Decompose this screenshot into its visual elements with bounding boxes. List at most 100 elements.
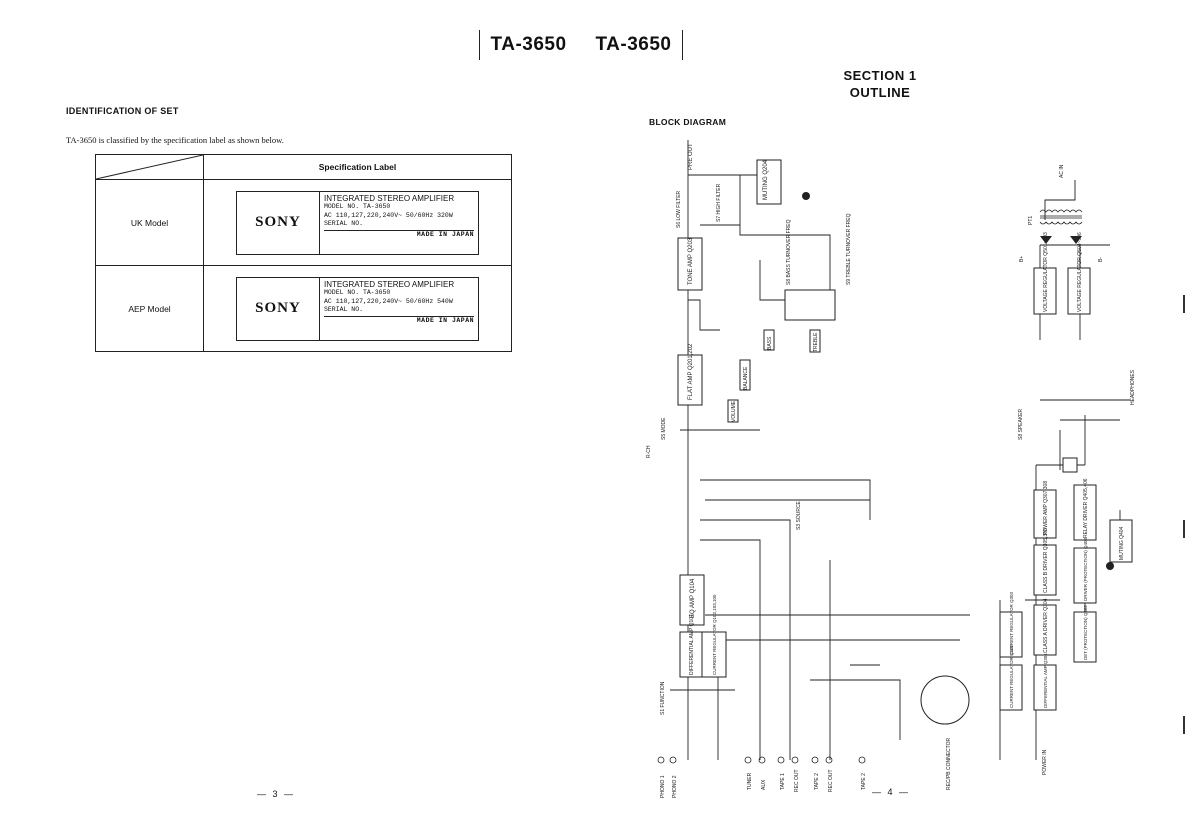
din-connector-icon (920, 675, 970, 725)
model-left: TA-3650 (490, 34, 567, 55)
plate-title: INTEGRATED STEREO AMPLIFIER (324, 279, 455, 289)
section-heading: SECTION 1 OUTLINE (830, 67, 930, 101)
spec-label-cell: SONY INTEGRATED STEREO AMPLIFIER MODEL N… (203, 265, 512, 352)
plate-made: MADE IN JAPAN (324, 229, 474, 240)
sony-logo: SONY (237, 191, 320, 254)
diff-amp2-label: DIFFERENTIAL AMP Q301 (1043, 653, 1048, 708)
b-plus-label: B+ (1019, 256, 1025, 262)
relay-block (1062, 457, 1078, 473)
block-diagram-title: BLOCK DIAGRAM (649, 117, 727, 127)
current-reg-a-block (999, 611, 1023, 658)
marker-a-icon (1106, 562, 1114, 570)
flat-amp-label: FLAT AMP Q201,202 (688, 343, 694, 400)
function-label: S1 FUNCTION (660, 681, 666, 715)
plate-serial: SERIAL NO. (324, 220, 364, 227)
current-reg-b-block (999, 664, 1023, 711)
voltage-reg-plus-block (1033, 267, 1057, 315)
voltage-reg-minus-block (1067, 267, 1091, 315)
identification-description: TA-3650 is classified by the specificati… (66, 135, 284, 145)
jack-icon (669, 756, 677, 764)
speaker-label: S8 SPEAKER (1018, 408, 1024, 440)
jack-icon (791, 756, 799, 764)
eq-amp-block (679, 574, 705, 626)
tone-network-block (784, 289, 836, 321)
jack-label: PHONO 2 (672, 775, 678, 798)
eq-amp-label: EQ AMP Q104 (690, 578, 696, 618)
jack-icon (744, 756, 752, 764)
jack-label: TAPE 1 (780, 773, 786, 790)
diff-amp-label: DIFFERENTIAL AMP Q101 (689, 614, 695, 675)
muting-block (756, 159, 782, 205)
section-title: OUTLINE (849, 85, 911, 100)
relay-driver-label: RELAY DRIVER Q405,406 (1083, 478, 1089, 538)
jack-label: TAPE 2 (814, 773, 820, 790)
jack-label: TUNER (747, 772, 753, 790)
b-minus-label: B- (1098, 257, 1104, 262)
jack-label: REC OUT (828, 770, 834, 793)
jack-label: REC OUT (794, 770, 800, 793)
jack-icon (825, 756, 833, 764)
plate-model-no: MODEL NO. TA-3650 (324, 203, 391, 210)
edge-mark (1183, 716, 1185, 734)
jack-icon (777, 756, 785, 764)
jack-icon (657, 756, 665, 764)
jack-label: PHONO 1 (660, 775, 666, 798)
identification-heading: IDENTIFICATION OF SET (66, 106, 179, 116)
pt1-label: PT1 (1028, 216, 1034, 225)
transformer-icon (1039, 209, 1083, 225)
balance-control (739, 359, 751, 391)
bass-control (763, 329, 775, 351)
spec-plate: SONY INTEGRATED STEREO AMPLIFIER MODEL N… (236, 276, 479, 341)
headphones-label: HEADPHONES (1130, 369, 1136, 405)
jack-label: AUX (761, 779, 767, 790)
plate-serial: SERIAL NO. (324, 306, 364, 313)
r-ch-label: R-CH (646, 445, 652, 458)
spec-plate: SONY INTEGRATED STEREO AMPLIFIER MODEL N… (236, 190, 479, 255)
diode-icon (1070, 236, 1082, 244)
class-a-block (1033, 604, 1057, 656)
spec-table: Specification Label UK Model SONY INTEGR… (95, 154, 512, 352)
voltage-reg-plus-label: VOLTAGE REGULATOR Q501~503 (1043, 232, 1049, 312)
det-protection-label: DET (PROTECTION) Q402 (1083, 605, 1088, 660)
edge-mark (1183, 520, 1185, 538)
muting2-block (1109, 519, 1133, 563)
voltage-reg-minus-label: VOLTAGE REGULATOR Q504~506 (1077, 232, 1083, 312)
volume-label: VOLUME (731, 400, 737, 422)
plate-power: AC 110,127,220,240V~ 50/60Hz 320W (324, 211, 453, 219)
plate-made: MADE IN JAPAN (324, 315, 474, 326)
source-label: S3 SOURCE (796, 500, 802, 530)
low-filter-label: S6 LOW FILTER (676, 190, 682, 228)
class-b-block (1033, 544, 1057, 596)
plate-power: AC 110,127,220,240V~ 50/60Hz 540W (324, 297, 453, 305)
mode-label: S5 MODE (661, 417, 667, 440)
current-reg-label: CURRENT REGULATOR Q102,103,105 (712, 594, 717, 675)
muting-label: MUTING Q204 (763, 159, 769, 200)
treble-control (809, 329, 821, 353)
balance-label: BALANCE (743, 366, 749, 390)
current-reg-b-label: CURRENT REGULATOR Q302 (1009, 644, 1014, 708)
model-header: TA-3650 TA-3650 (479, 34, 683, 56)
marker-a-icon (802, 192, 810, 200)
bass-label: BASS (767, 336, 773, 350)
jack-icon (758, 756, 766, 764)
flat-amp-block (677, 354, 703, 406)
driver-protection-block (1073, 547, 1097, 604)
ac-in-label: AC IN (1059, 164, 1065, 178)
section-number: SECTION 1 (843, 68, 917, 83)
spec-label-header: Specification Label (203, 154, 512, 180)
plate-model-no: MODEL NO. TA-3650 (324, 289, 391, 296)
plate-title: INTEGRATED STEREO AMPLIFIER (324, 193, 455, 203)
power-in-label: POWER IN (1042, 749, 1048, 775)
model-name: UK Model (95, 179, 204, 266)
spec-label-cell: SONY INTEGRATED STEREO AMPLIFIER MODEL N… (203, 179, 512, 266)
rec-pb-label: REC/PB CONNECTOR (946, 737, 952, 790)
header-frame (479, 30, 683, 60)
current-reg-a-label: CURRENT REGULATOR Q303 (1009, 591, 1014, 655)
driver-protection-label: DRIVER (PROTECTION) Q403 (1083, 537, 1088, 601)
model-name: AEP Model (95, 265, 204, 352)
jack-label: TAPE 2 (861, 773, 867, 790)
power-amp-block (1033, 489, 1057, 539)
treble-turnover-label: S9 TREBLE TURNOVER FREQ (846, 213, 852, 285)
page-number-right: — 4 — (872, 787, 911, 797)
